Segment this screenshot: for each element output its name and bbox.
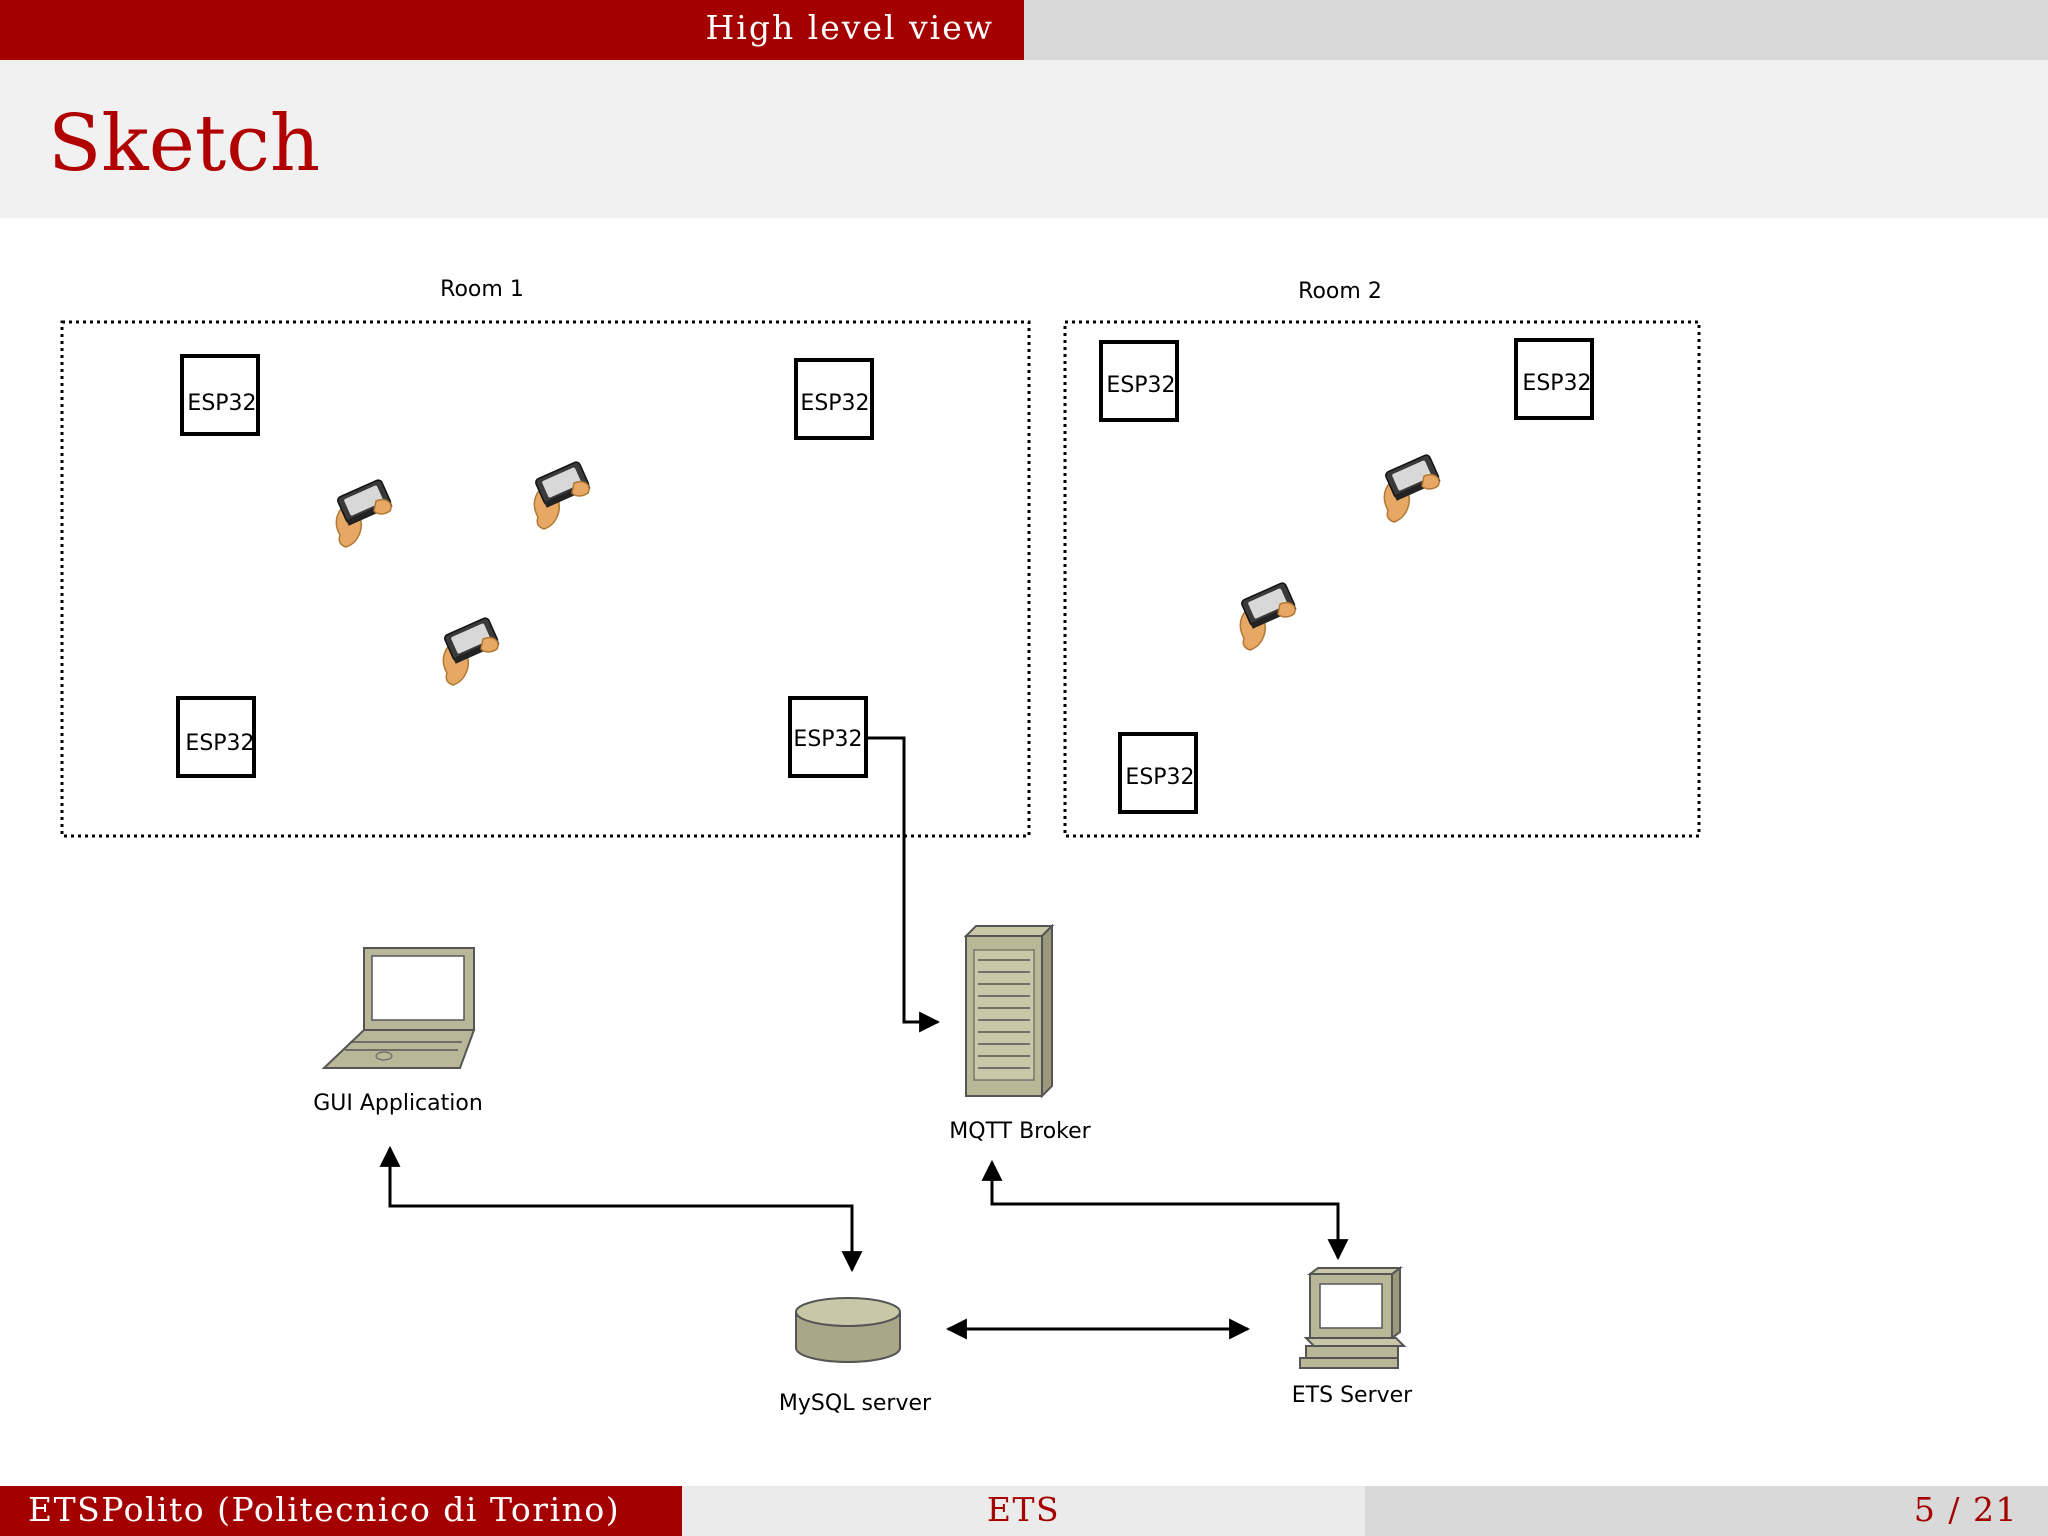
- broker-ets-link: [981, 1159, 1349, 1261]
- smartphone-icon: [533, 460, 592, 530]
- mqtt-broker-label: MQTT Broker: [949, 1119, 1091, 1144]
- footer-page-number: 5 / 21: [1365, 1486, 2048, 1536]
- esp32-to-broker-link: [866, 736, 941, 1033]
- title-bar: Sketch: [0, 60, 2048, 218]
- smartphone-icon: [1383, 453, 1442, 523]
- slide-title: Sketch: [48, 99, 321, 189]
- esp32-node: ESP32: [180, 354, 260, 436]
- ets-server-label: ETS Server: [1292, 1383, 1413, 1408]
- esp32-node: ESP32: [788, 696, 868, 778]
- room-1-boundary: [60, 320, 1031, 838]
- svg-text:ESP32: ESP32: [1106, 373, 1175, 398]
- laptop-icon: [321, 947, 476, 1069]
- esp32-node: ESP32: [1514, 338, 1594, 420]
- room-2-boundary: [1063, 320, 1701, 838]
- svg-text:ESP32: ESP32: [185, 731, 254, 756]
- server-tower-icon: [963, 923, 1055, 1099]
- database-icon: [795, 1297, 901, 1363]
- svg-text:ESP32: ESP32: [187, 391, 256, 416]
- footer-author: ETSPolito (Politecnico di Torino): [0, 1486, 682, 1536]
- gui-mysql-link: [379, 1145, 863, 1273]
- smartphone-icon: [1239, 581, 1298, 651]
- architecture-diagram: Room 1 Room 2 ESP32 ESP32 ESP32 ESP32 ES…: [60, 277, 1701, 1416]
- smartphone-icon: [335, 478, 394, 548]
- workstation-icon: [1299, 1266, 1407, 1369]
- esp32-node: ESP32: [176, 696, 256, 778]
- footer-bar: ETSPolito (Politecnico di Torino) ETS 5 …: [0, 1486, 2048, 1536]
- esp32-node: ESP32: [1099, 340, 1179, 422]
- room-2-label: Room 2: [1298, 279, 1382, 304]
- svg-text:ESP32: ESP32: [793, 727, 862, 752]
- svg-text:ESP32: ESP32: [1125, 765, 1194, 790]
- esp32-node: ESP32: [794, 358, 874, 440]
- svg-text:ESP32: ESP32: [800, 391, 869, 416]
- header-bar: High level view: [0, 0, 2048, 60]
- smartphone-icon: [442, 616, 501, 686]
- footer-title: ETS: [682, 1486, 1365, 1536]
- esp32-node: ESP32: [1118, 732, 1198, 814]
- section-title: High level view: [0, 0, 1024, 60]
- mysql-server-label: MySQL server: [779, 1391, 932, 1416]
- room-1-label: Room 1: [440, 277, 524, 302]
- svg-text:ESP32: ESP32: [1522, 371, 1591, 396]
- gui-application-label: GUI Application: [313, 1091, 483, 1116]
